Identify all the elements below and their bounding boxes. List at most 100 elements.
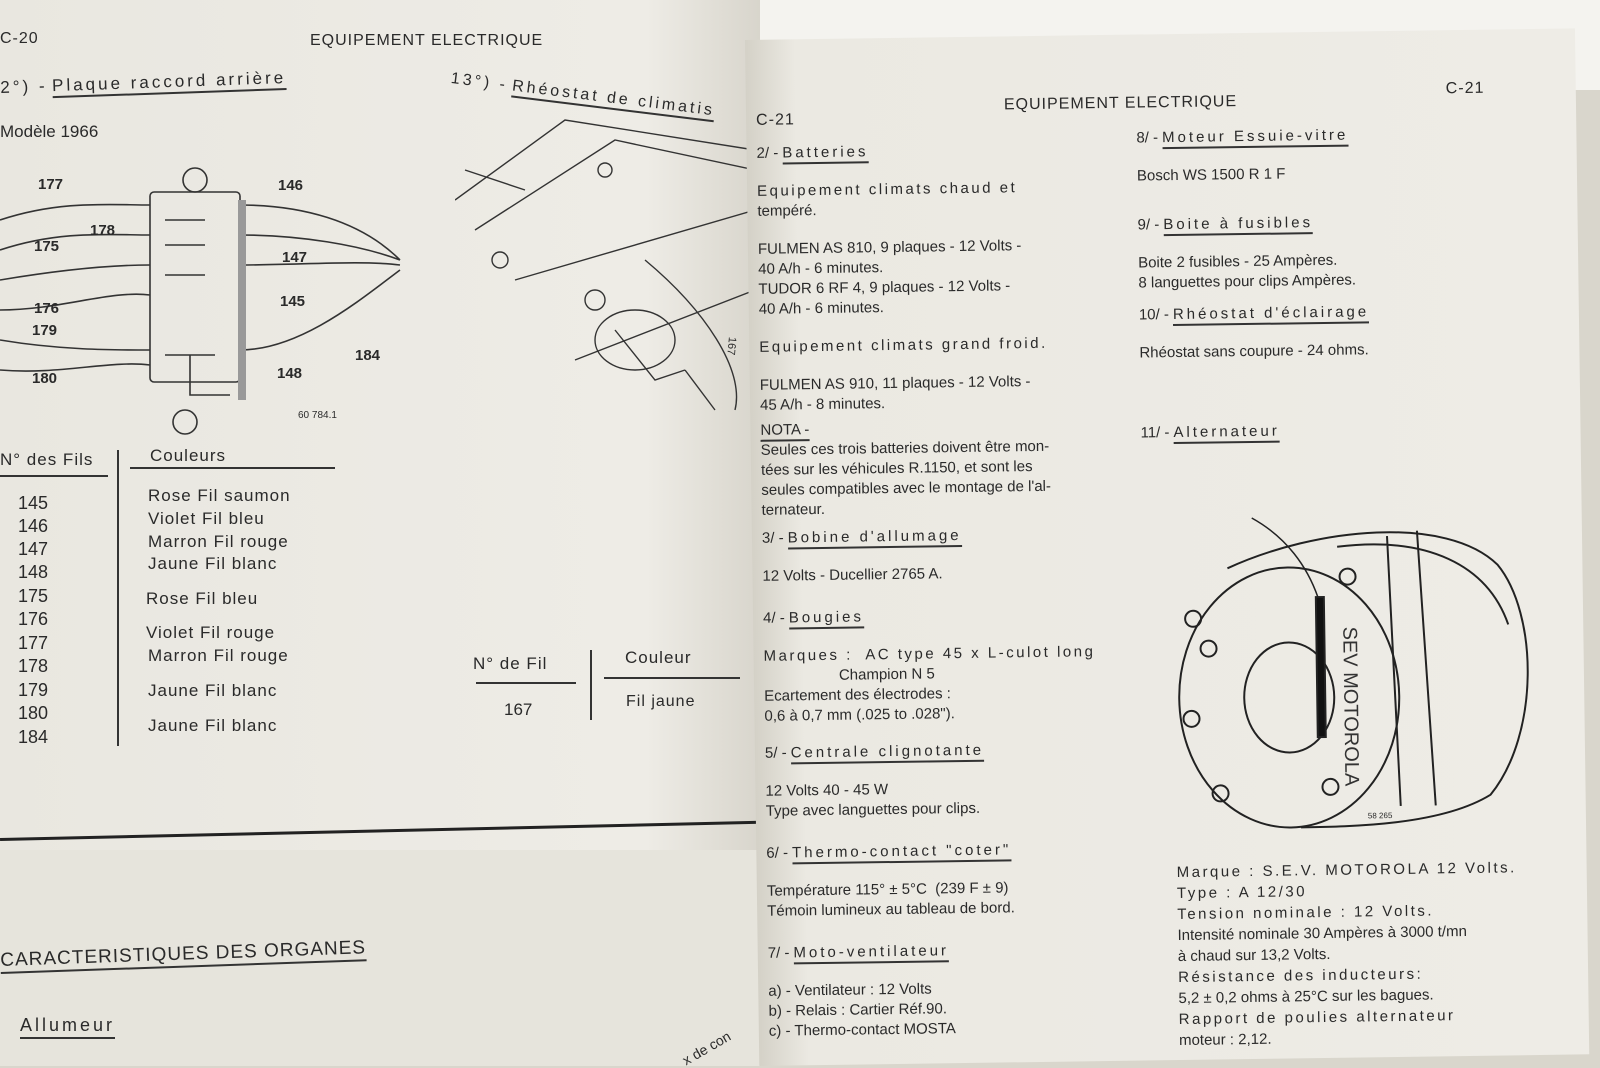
text-line: Témoin lumineux au tableau de bord.: [767, 899, 1015, 920]
section-title: Rhéostat d'éclairage: [1172, 303, 1370, 327]
table-cell-wire-number: 176: [18, 609, 49, 629]
text-line: Boite 2 fusibles - 25 Ampères.: [1138, 251, 1338, 272]
page-header: EQUIPEMENT ELECTRIQUE: [1003, 93, 1238, 114]
table-cell-wire-number: 145: [18, 493, 49, 513]
section-heading: 10/ -Rhéostat d'éclairage: [1138, 303, 1370, 327]
section-title: Bougies: [788, 608, 865, 630]
section-title: Bobine d'allumage: [787, 527, 962, 550]
section-number: 6/ -: [766, 844, 789, 862]
text-line: TUDOR 6 RF 4, 9 plaques - 12 Volts -: [758, 277, 1011, 298]
section-heading: 3/ -Bobine d'allumage: [761, 527, 962, 550]
wire-label: 184: [355, 347, 381, 364]
text-line: Seules ces trois batteries doivent être …: [760, 437, 1050, 459]
text-line: tées sur les véhicules R.1150, et sont l…: [760, 458, 1033, 479]
figure-ref: 60 784.1: [298, 410, 337, 421]
table-header: N° des Fils: [0, 450, 94, 469]
section-title: Centrale clignotante: [790, 741, 985, 765]
section-heading: 8/ -Moteur Essuie-vitre: [1136, 126, 1349, 150]
right-page: C-21 EQUIPEMENT ELECTRIQUE C-21 2/ -Batt…: [745, 28, 1590, 1066]
section-number: 3/ -: [761, 529, 784, 547]
section-number: 2/ -: [756, 144, 779, 162]
item-heading: Allumeur: [20, 1015, 116, 1039]
table-cell-colour: Rose Fil saumon: [148, 486, 291, 505]
wire-label: 148: [277, 365, 303, 382]
nota-label: NOTA -: [760, 421, 810, 442]
text-line: Champion N 5: [763, 665, 935, 685]
section-heading: 9/ -Boite à fusibles: [1138, 214, 1314, 237]
text-line: 40 A/h - 6 minutes.: [758, 299, 884, 318]
alternator-brand: SEV MOTOROLA: [1338, 626, 1362, 787]
table-header: Couleurs: [150, 446, 227, 465]
wire-label: 176: [34, 300, 60, 317]
left-page-lower: CARACTERISTIQUES DES ORGANES Allumeur x …: [0, 850, 760, 1068]
divider: [590, 650, 592, 720]
text-line: ternateur.: [761, 500, 826, 519]
text-line: 45 A/h - 8 minutes.: [759, 395, 886, 414]
section-number: 4/ -: [762, 609, 785, 627]
page-number: C-21: [1445, 79, 1485, 98]
section-title-12: 2°) - Plaque raccord arrière: [0, 68, 287, 99]
alternator-illustration: SEV MOTOROLA: [1178, 517, 1529, 829]
table-cell-colour: Marron Fil rouge: [148, 532, 289, 551]
divider: [604, 677, 740, 679]
wiring-diagram: [0, 167, 401, 435]
spec-line: 5,2 ± 0,2 ohms à 25°C sur les bagues.: [1178, 986, 1434, 1008]
wire-label: 178: [90, 222, 116, 239]
table-cell-wire-number: 180: [18, 703, 49, 723]
text-line: seules compatibles avec le montage de l'…: [761, 477, 1052, 499]
section-title: Batteries: [782, 143, 869, 165]
text-line: tempéré.: [757, 202, 817, 220]
table-cell-colour: Jaune Fil blanc: [148, 681, 278, 700]
rheostat-diagram: [455, 119, 755, 411]
section-title: Plaque raccord arrière: [51, 68, 287, 99]
section-number: 13°) -: [449, 70, 509, 94]
text-line: 8 languettes pour clips Ampères.: [1138, 271, 1357, 292]
section-title: Boite à fusibles: [1163, 214, 1314, 237]
section-title: Alternateur: [1173, 422, 1280, 445]
section-number: 10/ -: [1138, 306, 1170, 324]
table-cell-wire-number: 184: [18, 727, 49, 747]
text-line: 12 Volts 40 - 45 W: [765, 781, 889, 800]
text-line: c) - Thermo-contact MOSTA: [768, 1020, 956, 1040]
section-heading: 7/ -Moto-ventilateur: [768, 942, 950, 965]
figure-label: 167: [724, 336, 738, 356]
text-line: Equipement climats chaud et: [756, 179, 1018, 200]
text-line: Marques : AC type 45 x L-culot long: [763, 643, 1096, 665]
model-label: Modèle 1966: [0, 122, 99, 141]
text-line: Equipement climats grand froid.: [759, 334, 1048, 356]
text-line: Ecartement des électrodes :: [764, 685, 952, 705]
table-cell-wire-number: 147: [18, 539, 49, 559]
divider: [117, 450, 119, 746]
wire-label: 177: [38, 176, 64, 193]
left-page: C-20 EQUIPEMENT ELECTRIQUE 2°) - Plaque …: [0, 0, 760, 860]
wire-label: 146: [278, 177, 304, 194]
section-heading: 6/ -Thermo-contact "coter": [766, 841, 1012, 865]
wire-label: 180: [32, 370, 58, 387]
page-header: EQUIPEMENT ELECTRIQUE: [310, 32, 544, 49]
divider: [130, 467, 335, 469]
table-cell-wire-number: 175: [18, 586, 49, 606]
table-cell-wire-number: 148: [18, 562, 49, 582]
table-cell: Fil jaune: [626, 693, 696, 710]
spec-line: Intensité nominale 30 Ampères à 3000 t/m…: [1177, 923, 1467, 945]
text-line: Bosch WS 1500 R 1 F: [1136, 165, 1286, 185]
page-number: C-21: [756, 111, 795, 129]
section-number: 2°) -: [0, 76, 48, 97]
section-number: 11/ -: [1140, 424, 1170, 442]
section-title: Moteur Essuie-vitre: [1161, 126, 1349, 150]
section-heading: CARACTERISTIQUES DES ORGANES: [0, 937, 367, 974]
figure-ref: 58 265: [1367, 811, 1393, 821]
table-cell-wire-number: 178: [18, 656, 49, 676]
text-line: Température 115° ± 5°C (239 F ± 9): [766, 879, 1009, 900]
text-line: a) - Ventilateur : 12 Volts: [768, 980, 932, 1000]
wire-label: 147: [282, 249, 308, 266]
text-line: Rhéostat sans coupure - 24 ohms.: [1139, 341, 1369, 362]
spec-line: moteur : 2,12.: [1178, 1030, 1272, 1050]
page-number: C-20: [0, 30, 39, 47]
table-cell-colour: Jaune Fil blanc: [148, 554, 278, 573]
section-heading: 4/ -Bougies: [762, 608, 865, 630]
section-heading: 11/ -Alternateur: [1140, 422, 1280, 445]
spec-line: Rapport de poulies alternateur: [1178, 1007, 1456, 1029]
divider: [476, 682, 576, 684]
section-heading: 2/ -Batteries: [756, 143, 869, 165]
